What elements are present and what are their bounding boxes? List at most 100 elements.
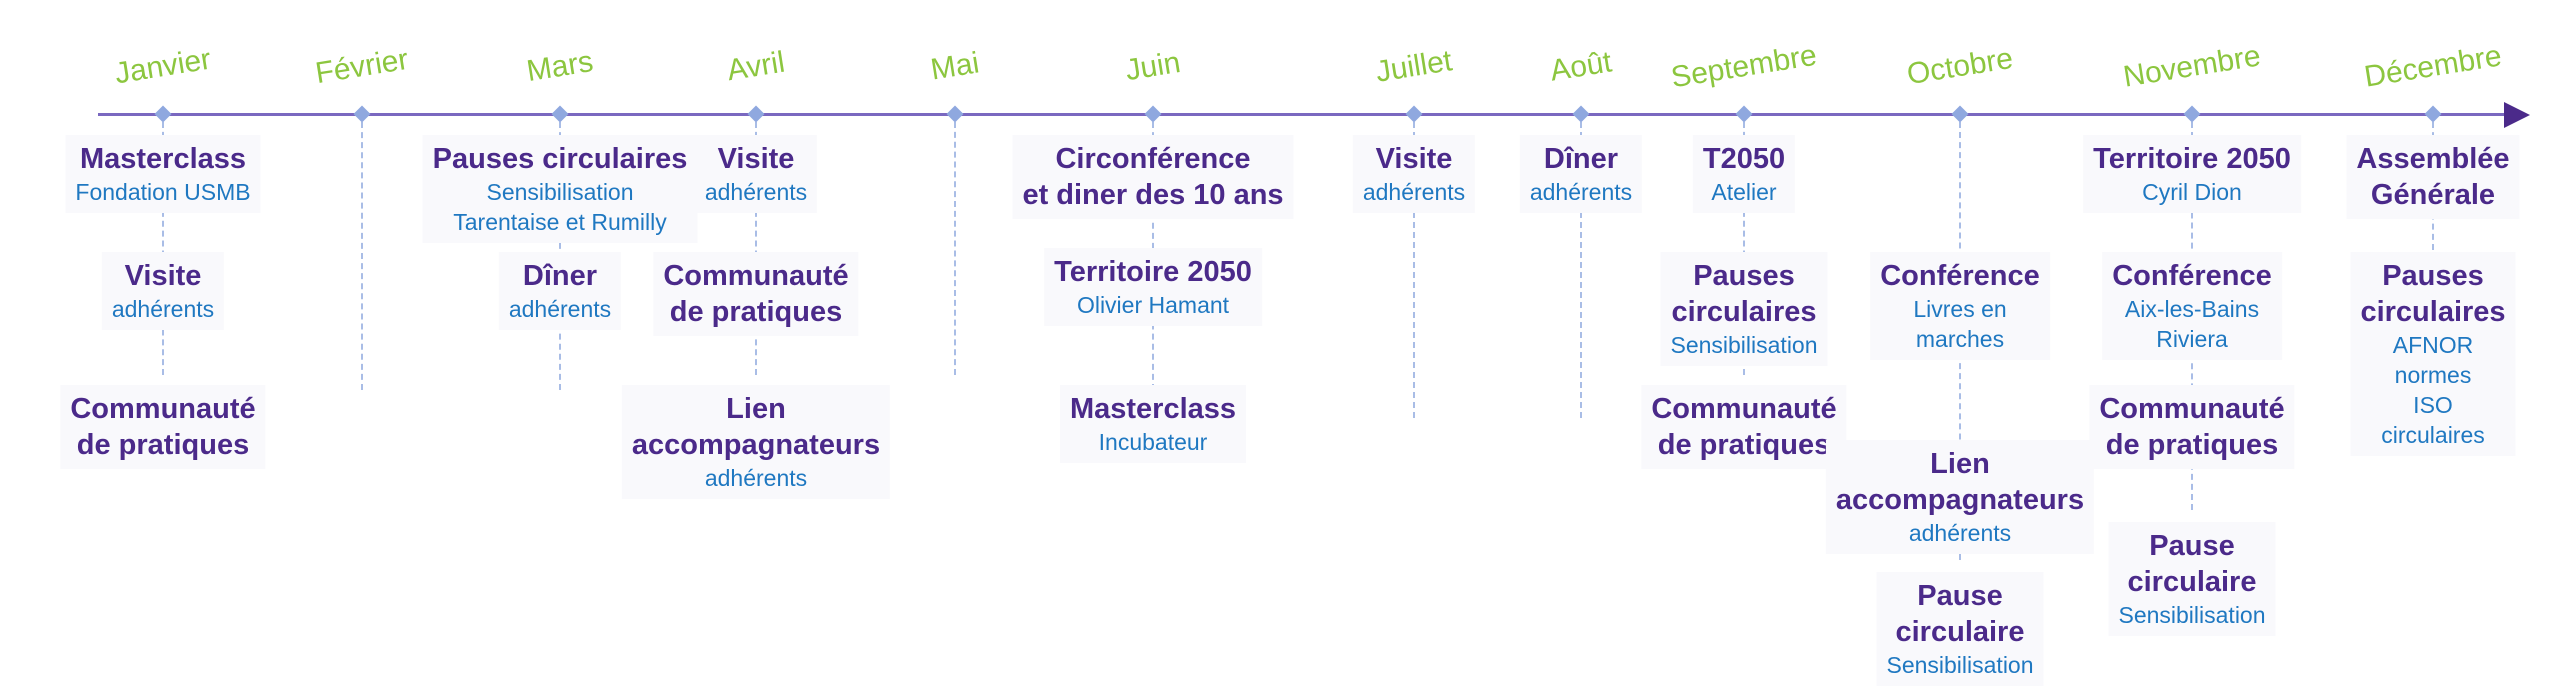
event-title: Visite xyxy=(1375,143,1453,175)
month-marker-icon xyxy=(2424,105,2442,123)
event-subtitle: adhérents xyxy=(508,296,612,322)
event-subtitle: Sensibilisation Tarentaise et Rumilly xyxy=(453,179,667,235)
event-subtitle: Aix-les-Bains Riviera xyxy=(2124,296,2260,352)
event-title: Pauses circulaires xyxy=(432,143,688,175)
event-subtitle: Sensibilisation xyxy=(2118,602,2266,628)
event-box: Visite adhérents xyxy=(694,135,818,213)
month-connector-line xyxy=(1413,122,1415,418)
event-subtitle: adhérents xyxy=(1908,520,2012,546)
month-label: Juillet xyxy=(1373,44,1455,89)
event-box: Communauté de pratiques xyxy=(653,252,859,336)
month-connector-line xyxy=(162,122,164,375)
event-title: Communauté de pratiques xyxy=(1651,393,1837,461)
month-connector-line xyxy=(755,122,757,375)
event-subtitle: adhérents xyxy=(1362,179,1466,205)
event-box: Lien accompagnateurs adhérents xyxy=(621,385,891,499)
event-title: Conférence xyxy=(1880,260,2040,292)
month-marker-icon xyxy=(1144,105,1162,123)
event-subtitle: Sensibilisation xyxy=(1670,332,1818,358)
event-box: Circonférence et diner des 10 ans xyxy=(1012,135,1294,219)
event-title: Masterclass xyxy=(79,143,247,175)
event-subtitle: adhérents xyxy=(704,179,808,205)
event-subtitle: Olivier Hamant xyxy=(1076,292,1230,318)
month-marker-icon xyxy=(353,105,371,123)
event-subtitle: Livres en marches xyxy=(1913,296,2007,352)
month-label: Février xyxy=(313,42,411,91)
event-box: Dîner adhérents xyxy=(1519,135,1643,213)
month-connector-line xyxy=(361,122,363,390)
event-subtitle: adhérents xyxy=(111,296,215,322)
event-box: Dîner adhérents xyxy=(498,252,622,330)
event-title: Pause circulaire xyxy=(2127,530,2257,598)
event-subtitle: AFNOR normes ISO circulaires xyxy=(2381,332,2485,448)
event-title: T2050 xyxy=(1702,143,1786,175)
event-title: Lien accompagnateurs xyxy=(631,393,881,461)
event-subtitle: adhérents xyxy=(1529,179,1633,205)
month-connector-line xyxy=(1580,122,1582,418)
event-title: Territoire 2050 xyxy=(1054,256,1252,288)
event-subtitle: Fondation USMB xyxy=(75,179,251,205)
event-title: Communauté de pratiques xyxy=(70,393,256,461)
event-subtitle: Cyril Dion xyxy=(2142,179,2242,205)
month-marker-icon xyxy=(2183,105,2201,123)
event-title: Assemblée Générale xyxy=(2356,143,2510,211)
month-label: Mars xyxy=(524,44,596,89)
month-label: Mai xyxy=(928,46,982,87)
month-connector-line xyxy=(954,122,956,375)
event-title: Conférence xyxy=(2112,260,2272,292)
event-box: Communauté de pratiques xyxy=(1641,385,1847,469)
event-title: Pauses circulaires xyxy=(1671,260,1817,328)
month-marker-icon xyxy=(1735,105,1753,123)
month-label: Juin xyxy=(1123,45,1183,88)
event-title: Lien accompagnateurs xyxy=(1835,448,2085,516)
month-marker-icon xyxy=(946,105,964,123)
month-marker-icon xyxy=(747,105,765,123)
timeline-axis xyxy=(98,113,2508,116)
month-marker-icon xyxy=(1951,105,1969,123)
event-title: Masterclass xyxy=(1069,393,1237,425)
event-subtitle: adhérents xyxy=(704,465,808,491)
event-title: Circonférence et diner des 10 ans xyxy=(1022,143,1284,211)
event-title: Visite xyxy=(124,260,202,292)
month-label: Janvier xyxy=(112,42,214,91)
event-title: Visite xyxy=(717,143,795,175)
event-box: Communauté de pratiques xyxy=(2089,385,2295,469)
event-subtitle: Atelier xyxy=(1711,179,1777,205)
event-title: Communauté de pratiques xyxy=(2099,393,2285,461)
event-box: Assemblée Générale xyxy=(2346,135,2520,219)
month-label: Septembre xyxy=(1668,38,1819,95)
month-label: Décembre xyxy=(2361,39,2504,94)
month-marker-icon xyxy=(154,105,172,123)
event-title: Dîner xyxy=(522,260,598,292)
event-subtitle: Sensibilisation xyxy=(1886,652,2034,678)
event-title: Pauses circulaires xyxy=(2360,260,2506,328)
month-label: Novembre xyxy=(2120,39,2263,94)
month-connector-line xyxy=(1743,122,1745,375)
event-title: Communauté de pratiques xyxy=(663,260,849,328)
month-marker-icon xyxy=(1572,105,1590,123)
event-title: Territoire 2050 xyxy=(2093,143,2291,175)
month-marker-icon xyxy=(551,105,569,123)
event-box: Visite adhérents xyxy=(1352,135,1476,213)
event-box: Visite adhérents xyxy=(101,252,225,330)
event-box: Lien accompagnateurs adhérents xyxy=(1825,440,2095,554)
month-label: Août xyxy=(1547,45,1614,88)
month-label: Octobre xyxy=(1904,41,2016,92)
event-subtitle: Incubateur xyxy=(1098,429,1208,455)
event-title: Pause circulaire xyxy=(1895,580,2025,648)
event-box: Communauté de pratiques xyxy=(60,385,266,469)
timeline-arrow-icon xyxy=(2504,102,2530,128)
event-title: Dîner xyxy=(1543,143,1619,175)
